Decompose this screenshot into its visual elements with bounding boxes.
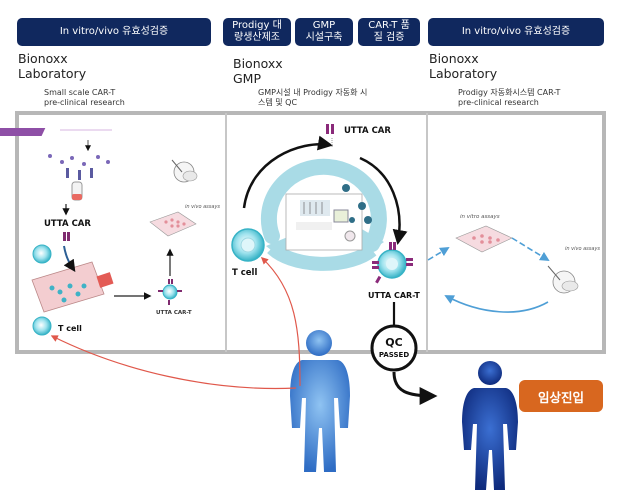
mouse-icon-left [171, 159, 198, 183]
header-gmp: GMP 시설구축 [295, 18, 353, 46]
red-arrow-to-mid-tcell [260, 257, 301, 387]
left-in-vivo-label: in vivo assays [185, 204, 220, 210]
left-t-cell-label: T cell [58, 324, 82, 333]
right-title-line2: Laboratory [429, 66, 498, 81]
utta-car-t-icon-left [158, 279, 182, 305]
human-figure-patient [462, 361, 518, 490]
middle-sub-line1: GMP시설 내 Prodigy 자동화 시 [258, 88, 368, 97]
middle-sub-line2: 스템 및 QC [258, 98, 298, 107]
middle-title-line2: GMP [233, 71, 262, 86]
left-panel-title: Bionoxx Laboratory [18, 51, 86, 81]
left-panel-illustration: UTTA CAR UTTA CAR-T [0, 128, 220, 336]
header-left: In vitro/vivo 유효성검증 [17, 18, 211, 46]
utta-car-t-icon-mid [372, 242, 413, 284]
left-title-line2: Laboratory [18, 66, 87, 81]
prodigy-device-icon [285, 193, 363, 251]
clinical-entry-button[interactable]: 임상진입 [519, 380, 603, 412]
t-cell-icon-left-bottom [32, 316, 52, 336]
left-sub-line1: Small scale CAR-T [44, 88, 116, 97]
middle-title-line1: Bionoxx [233, 56, 283, 71]
cycle-ring [260, 158, 387, 252]
culture-flask-icon [31, 245, 114, 313]
utta-car-receptor-icon-mid [326, 124, 334, 148]
qc-to-patient-arrow [392, 371, 438, 405]
middle-panel-illustration: UTTA CAR T cell UTTA CAR-T [231, 124, 420, 326]
right-panel-title: Bionoxx Laboratory [429, 51, 497, 81]
left-utta-car-label: UTTA CAR [44, 219, 91, 229]
right-panel-subtitle: Prodigy 자동화시스템 CAR-T pre-clinical resear… [458, 88, 560, 108]
header-prodigy: Prodigy 대 량생산제조 [223, 18, 291, 46]
dna-strip-icon [0, 128, 112, 136]
header-cart-line1: CAR-T 품 [368, 20, 410, 31]
mid-utta-car-t-label: UTTA CAR-T [368, 291, 420, 300]
right-in-vivo-label: in vivo assays [565, 246, 600, 252]
car-receptor-icon [63, 232, 70, 241]
right-panel-illustration: in vitro assays in vivo assays [427, 214, 600, 313]
left-panel-subtitle: Small scale CAR-T pre-clinical research [44, 88, 125, 108]
middle-panel-title: Bionoxx GMP [233, 56, 283, 86]
passed-label: PASSED [379, 351, 409, 359]
qc-label: QC [385, 336, 402, 349]
virus-particle-icons [342, 184, 372, 224]
tube-icon [71, 181, 83, 201]
right-in-vitro-label: in vitro assays [460, 214, 500, 220]
header-prodigy-line1: Prodigy 대 [232, 20, 282, 31]
right-arrow-plate-to-mouse [511, 237, 550, 262]
header-cart-quality: CAR-T 품 질 검증 [358, 18, 420, 46]
cycle-arrow-top [242, 135, 333, 209]
right-sub-line2: pre-clinical research [458, 98, 539, 107]
mouse-icon-right [547, 265, 579, 294]
left-utta-car-t-label: UTTA CAR-T [156, 310, 192, 316]
left-title-line1: Bionoxx [18, 51, 68, 66]
red-arrow-to-left-tcell [50, 335, 297, 390]
right-title-line1: Bionoxx [429, 51, 479, 66]
middle-panel-subtitle: GMP시설 내 Prodigy 자동화 시 스템 및 QC [258, 88, 367, 108]
header-gmp-line1: GMP [312, 20, 336, 31]
header-gmp-line2: 시설구축 [305, 32, 343, 43]
header-cart-line2: 질 검증 [373, 32, 405, 43]
human-figure-donor [290, 330, 350, 472]
vector-icons [48, 154, 110, 180]
cycle-arrow-right [359, 156, 408, 245]
qc-passed-badge: QC PASSED [370, 324, 418, 372]
right-arrow-return [444, 295, 549, 313]
header-prodigy-line2: 량생산제조 [234, 32, 280, 43]
right-sub-line1: Prodigy 자동화시스템 CAR-T [458, 88, 561, 97]
t-cell-icon-left-top [32, 244, 52, 264]
t-cell-icon-mid [231, 228, 265, 262]
right-arrow-top [427, 247, 450, 261]
left-sub-line2: pre-clinical research [44, 98, 125, 107]
header-right: In vitro/vivo 유효성검증 [428, 18, 604, 46]
mid-utta-car-label: UTTA CAR [344, 126, 391, 136]
mid-t-cell-label: T cell [232, 268, 257, 278]
well-plate-icon-left [149, 211, 197, 237]
